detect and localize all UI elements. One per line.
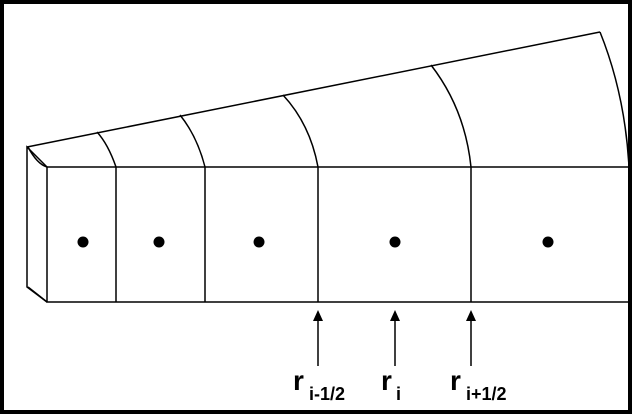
- top-arc: [96, 131, 117, 168]
- cell-center-dot: [77, 236, 89, 248]
- top-arc: [430, 64, 472, 168]
- top-arc-outer: [599, 31, 628, 164]
- label-r-i-sub: i: [396, 384, 401, 404]
- label-r-i-main: r: [381, 365, 392, 396]
- wedge-left-end-curve-bottom: [27, 286, 48, 303]
- front-face: [46, 166, 628, 303]
- cell-center-dot: [389, 236, 401, 248]
- cell-center-dot: [153, 236, 165, 248]
- radial-grid-diagram: r i-1/2 r i r i+1/2: [26, 31, 628, 404]
- wedge-top-edge: [26, 31, 601, 148]
- label-r-im-half-main: r: [293, 365, 304, 396]
- cell-center-dot: [542, 236, 554, 248]
- top-arc: [282, 94, 319, 168]
- arrowhead: [390, 310, 400, 321]
- wedge-left-end-curve-top: [27, 146, 48, 168]
- label-r-im-half-sub: i-1/2: [309, 384, 345, 404]
- top-arc: [179, 114, 206, 168]
- label-r-ip-half-main: r: [450, 365, 461, 396]
- cell-center-dot: [253, 236, 265, 248]
- arrowhead: [313, 310, 323, 321]
- label-r-ip-half-sub: i+1/2: [466, 384, 507, 404]
- wedge-left-end: [26, 145, 48, 303]
- arrowhead: [466, 310, 476, 321]
